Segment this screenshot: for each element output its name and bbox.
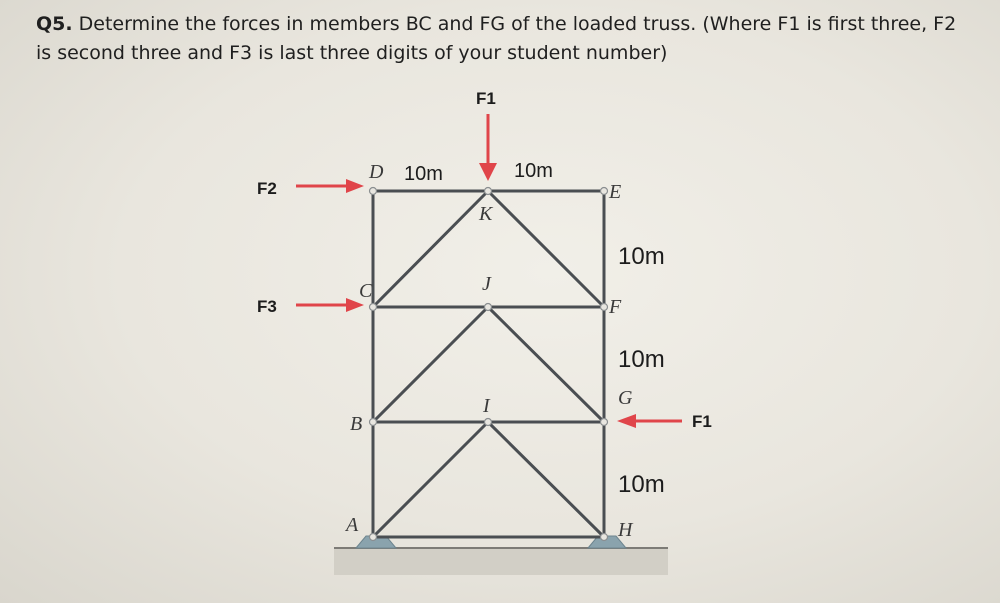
member-jg — [486, 305, 606, 424]
joint-c — [368, 302, 378, 312]
joint-d — [368, 186, 378, 196]
load-label-f3: F3 — [257, 297, 277, 316]
dimension-gh: 10m — [618, 471, 665, 498]
member-ck — [371, 189, 490, 309]
joint-a — [368, 532, 378, 542]
node-label-g: G — [618, 387, 633, 409]
load-label-f2: F2 — [257, 179, 277, 198]
member-bj — [371, 305, 490, 424]
node-label-i: I — [482, 395, 491, 417]
question-number: Q5. — [36, 13, 73, 35]
node-label-h: H — [617, 519, 634, 541]
dimension-dk: 10m — [404, 163, 443, 185]
load-arrow-f2 — [296, 179, 364, 193]
joint-b — [368, 417, 378, 427]
question-body: Determine the forces in members BC and F… — [36, 13, 957, 64]
member-ai — [371, 420, 490, 539]
load-arrow-f1-right — [617, 414, 682, 428]
dimension-ke: 10m — [514, 160, 553, 182]
node-label-a: A — [344, 514, 359, 536]
joint-f — [599, 302, 609, 312]
ground — [334, 547, 668, 575]
joint-i — [483, 417, 493, 427]
load-arrow-f3 — [296, 298, 364, 312]
joint-k — [483, 186, 493, 196]
dimension-ef: 10m — [618, 243, 665, 270]
dimension-fg: 10m — [618, 346, 665, 373]
load-label-f1-top: F1 — [476, 89, 496, 108]
member-ih — [486, 420, 606, 539]
question-text: Q5. Determine the forces in members BC a… — [36, 10, 966, 68]
node-label-c: C — [359, 280, 373, 302]
load-label-f1-right: F1 — [692, 412, 712, 431]
joint-g — [599, 417, 609, 427]
node-label-b: B — [350, 413, 362, 435]
support-h — [586, 535, 628, 549]
joint-h — [599, 532, 609, 542]
joint-e — [599, 186, 609, 196]
node-label-d: D — [368, 161, 384, 183]
node-label-j: J — [482, 273, 492, 295]
node-label-f: F — [608, 296, 622, 318]
node-label-k: K — [478, 203, 494, 225]
member-kf — [486, 189, 606, 309]
node-label-e: E — [608, 181, 621, 203]
load-arrow-f1-top — [479, 114, 497, 181]
joint-j — [483, 302, 493, 312]
